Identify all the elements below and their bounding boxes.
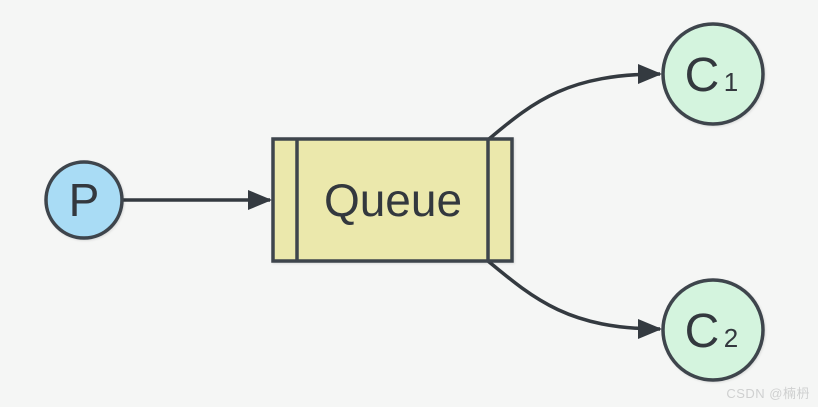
consumer-1-subscript: 1 (724, 67, 738, 97)
arrow-queue-to-consumer-2 (486, 259, 662, 339)
producer-label: P (69, 174, 100, 226)
csdn-watermark: CSDN @楠枬 (726, 386, 810, 401)
consumer-2-subscript: 2 (724, 323, 738, 353)
producer-node: P (44, 160, 124, 240)
queue-rectangle (271, 137, 514, 263)
consumer-1-node: C 1 (661, 22, 765, 126)
arrow-queue-to-consumer-1 (487, 64, 662, 141)
consumer-2-circle (661, 278, 765, 382)
producer-circle (44, 160, 124, 240)
queue-label: Queue (324, 174, 462, 226)
consumer-1-label: C (685, 49, 720, 102)
queue-node: Queue (271, 137, 514, 263)
consumer-2-label: C (685, 305, 720, 358)
consumer-2-node: C 2 (661, 278, 765, 382)
consumer-1-circle (661, 22, 765, 126)
